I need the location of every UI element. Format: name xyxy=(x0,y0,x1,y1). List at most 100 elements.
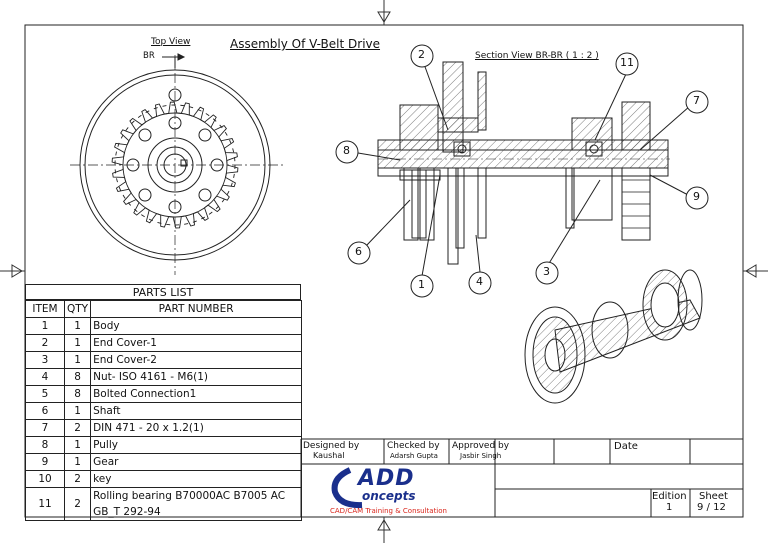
balloon-1-number: 1 xyxy=(418,278,425,291)
parts-list-title: PARTS LIST xyxy=(25,284,301,300)
balloon-2 xyxy=(410,44,434,68)
logo-wordmark-concepts: oncepts xyxy=(362,489,416,503)
section-marker-label: BR xyxy=(143,51,155,61)
row-item: 5 xyxy=(25,385,65,403)
row-item: 3 xyxy=(25,351,65,369)
header-item: ITEM xyxy=(25,300,65,318)
row-qty: 8 xyxy=(63,385,92,403)
title-block xyxy=(300,438,743,517)
parts-list-header: ITEM QTY PART NUMBER xyxy=(25,300,303,318)
row-qty: 2 xyxy=(63,470,92,488)
row-item: 1 xyxy=(25,317,65,335)
row-part: DIN 471 - 20 x 1.2(1) xyxy=(90,419,303,437)
balloon-3-number: 3 xyxy=(543,265,550,278)
balloons xyxy=(335,44,709,298)
top-view-gear xyxy=(70,55,285,275)
edition-value: 1 xyxy=(666,502,673,513)
row-item: 9 xyxy=(25,453,65,471)
top-view-label: Top View xyxy=(151,37,191,47)
drawing-title: Assembly Of V-Belt Drive xyxy=(230,37,381,51)
row-item: 6 xyxy=(25,402,65,420)
gear-tooth-profile xyxy=(111,101,239,229)
header-qty: QTY xyxy=(63,300,92,318)
balloon-11-number: 11 xyxy=(620,56,634,69)
approved-by-value: Jasbir Singh xyxy=(460,452,502,460)
balloon-7 xyxy=(685,90,709,114)
edition-label: Edition xyxy=(652,491,687,502)
balloon-1 xyxy=(410,274,434,298)
row-item: 10 xyxy=(25,470,65,488)
checked-by-value: Adarsh Gupta xyxy=(390,452,438,460)
row-part: Bolted Connection1 xyxy=(90,385,303,403)
parts-row-continued: GB_T 292-94 xyxy=(26,504,303,521)
section-view xyxy=(377,61,670,265)
balloon-3 xyxy=(535,261,559,285)
row-qty: 1 xyxy=(63,453,92,471)
balloon-8-number: 8 xyxy=(343,144,350,157)
balloon-7-number: 7 xyxy=(693,94,700,107)
balloon-8 xyxy=(335,140,359,164)
sheet-label: Sheet xyxy=(699,491,728,502)
designed-by-value: Kaushal xyxy=(313,451,345,460)
row-part: Gear xyxy=(90,453,303,471)
balloon-9 xyxy=(685,186,709,210)
section-marker-arrow xyxy=(162,53,186,68)
date-label: Date xyxy=(614,441,638,452)
section-view-label: Section View BR-BR ( 1 : 2 ) xyxy=(475,51,599,61)
balloon-2-number: 2 xyxy=(418,48,425,61)
row-qty: 2 xyxy=(63,419,92,437)
row-qty: 8 xyxy=(63,368,92,386)
row-part: Body xyxy=(90,317,303,335)
approved-by-label: Approved by xyxy=(452,441,510,451)
row-qty: 1 xyxy=(63,351,92,369)
logo-tagline: CAD/CAM Training & Consultation xyxy=(330,507,447,515)
row-part: End Cover-1 xyxy=(90,334,303,352)
balloon-6 xyxy=(347,241,371,265)
balloon-4 xyxy=(468,271,492,295)
parts-row: 11 2 Rolling bearing B70000AC B7005 AC xyxy=(25,487,303,521)
row-qty: 1 xyxy=(63,436,92,454)
balloon-6-number: 6 xyxy=(355,245,362,258)
sheet-value: 9 / 12 xyxy=(697,502,726,513)
row-qty: 2 xyxy=(63,487,92,521)
designed-by-label: Designed by xyxy=(303,441,360,451)
row-part: key xyxy=(90,470,303,488)
gear-teeth xyxy=(111,101,239,229)
balloon-9-number: 9 xyxy=(693,190,700,203)
row-part: End Cover-2 xyxy=(90,351,303,369)
row-qty: 1 xyxy=(63,402,92,420)
balloon-11 xyxy=(615,52,639,76)
row-part-continued: GB_T 292-94 xyxy=(90,504,303,521)
checked-by-label: Checked by xyxy=(387,441,440,451)
row-part: Shaft xyxy=(90,402,303,420)
row-part: Rolling bearing B70000AC B7005 AC xyxy=(90,487,303,504)
row-item: 2 xyxy=(25,334,65,352)
header-part-number: PART NUMBER xyxy=(90,300,303,318)
logo-wordmark-add: ADD xyxy=(358,466,415,491)
row-item: 11 xyxy=(25,487,65,521)
row-part: Nut- ISO 4161 - M6(1) xyxy=(90,368,303,386)
row-item: 7 xyxy=(25,419,65,437)
isometric-view xyxy=(524,269,703,404)
row-item: 4 xyxy=(25,368,65,386)
balloon-4-number: 4 xyxy=(476,275,483,288)
row-qty: 1 xyxy=(63,334,92,352)
row-qty: 1 xyxy=(63,317,92,335)
cadd-concepts-logo xyxy=(331,467,363,509)
row-item: 8 xyxy=(25,436,65,454)
row-part: Pully xyxy=(90,436,303,454)
